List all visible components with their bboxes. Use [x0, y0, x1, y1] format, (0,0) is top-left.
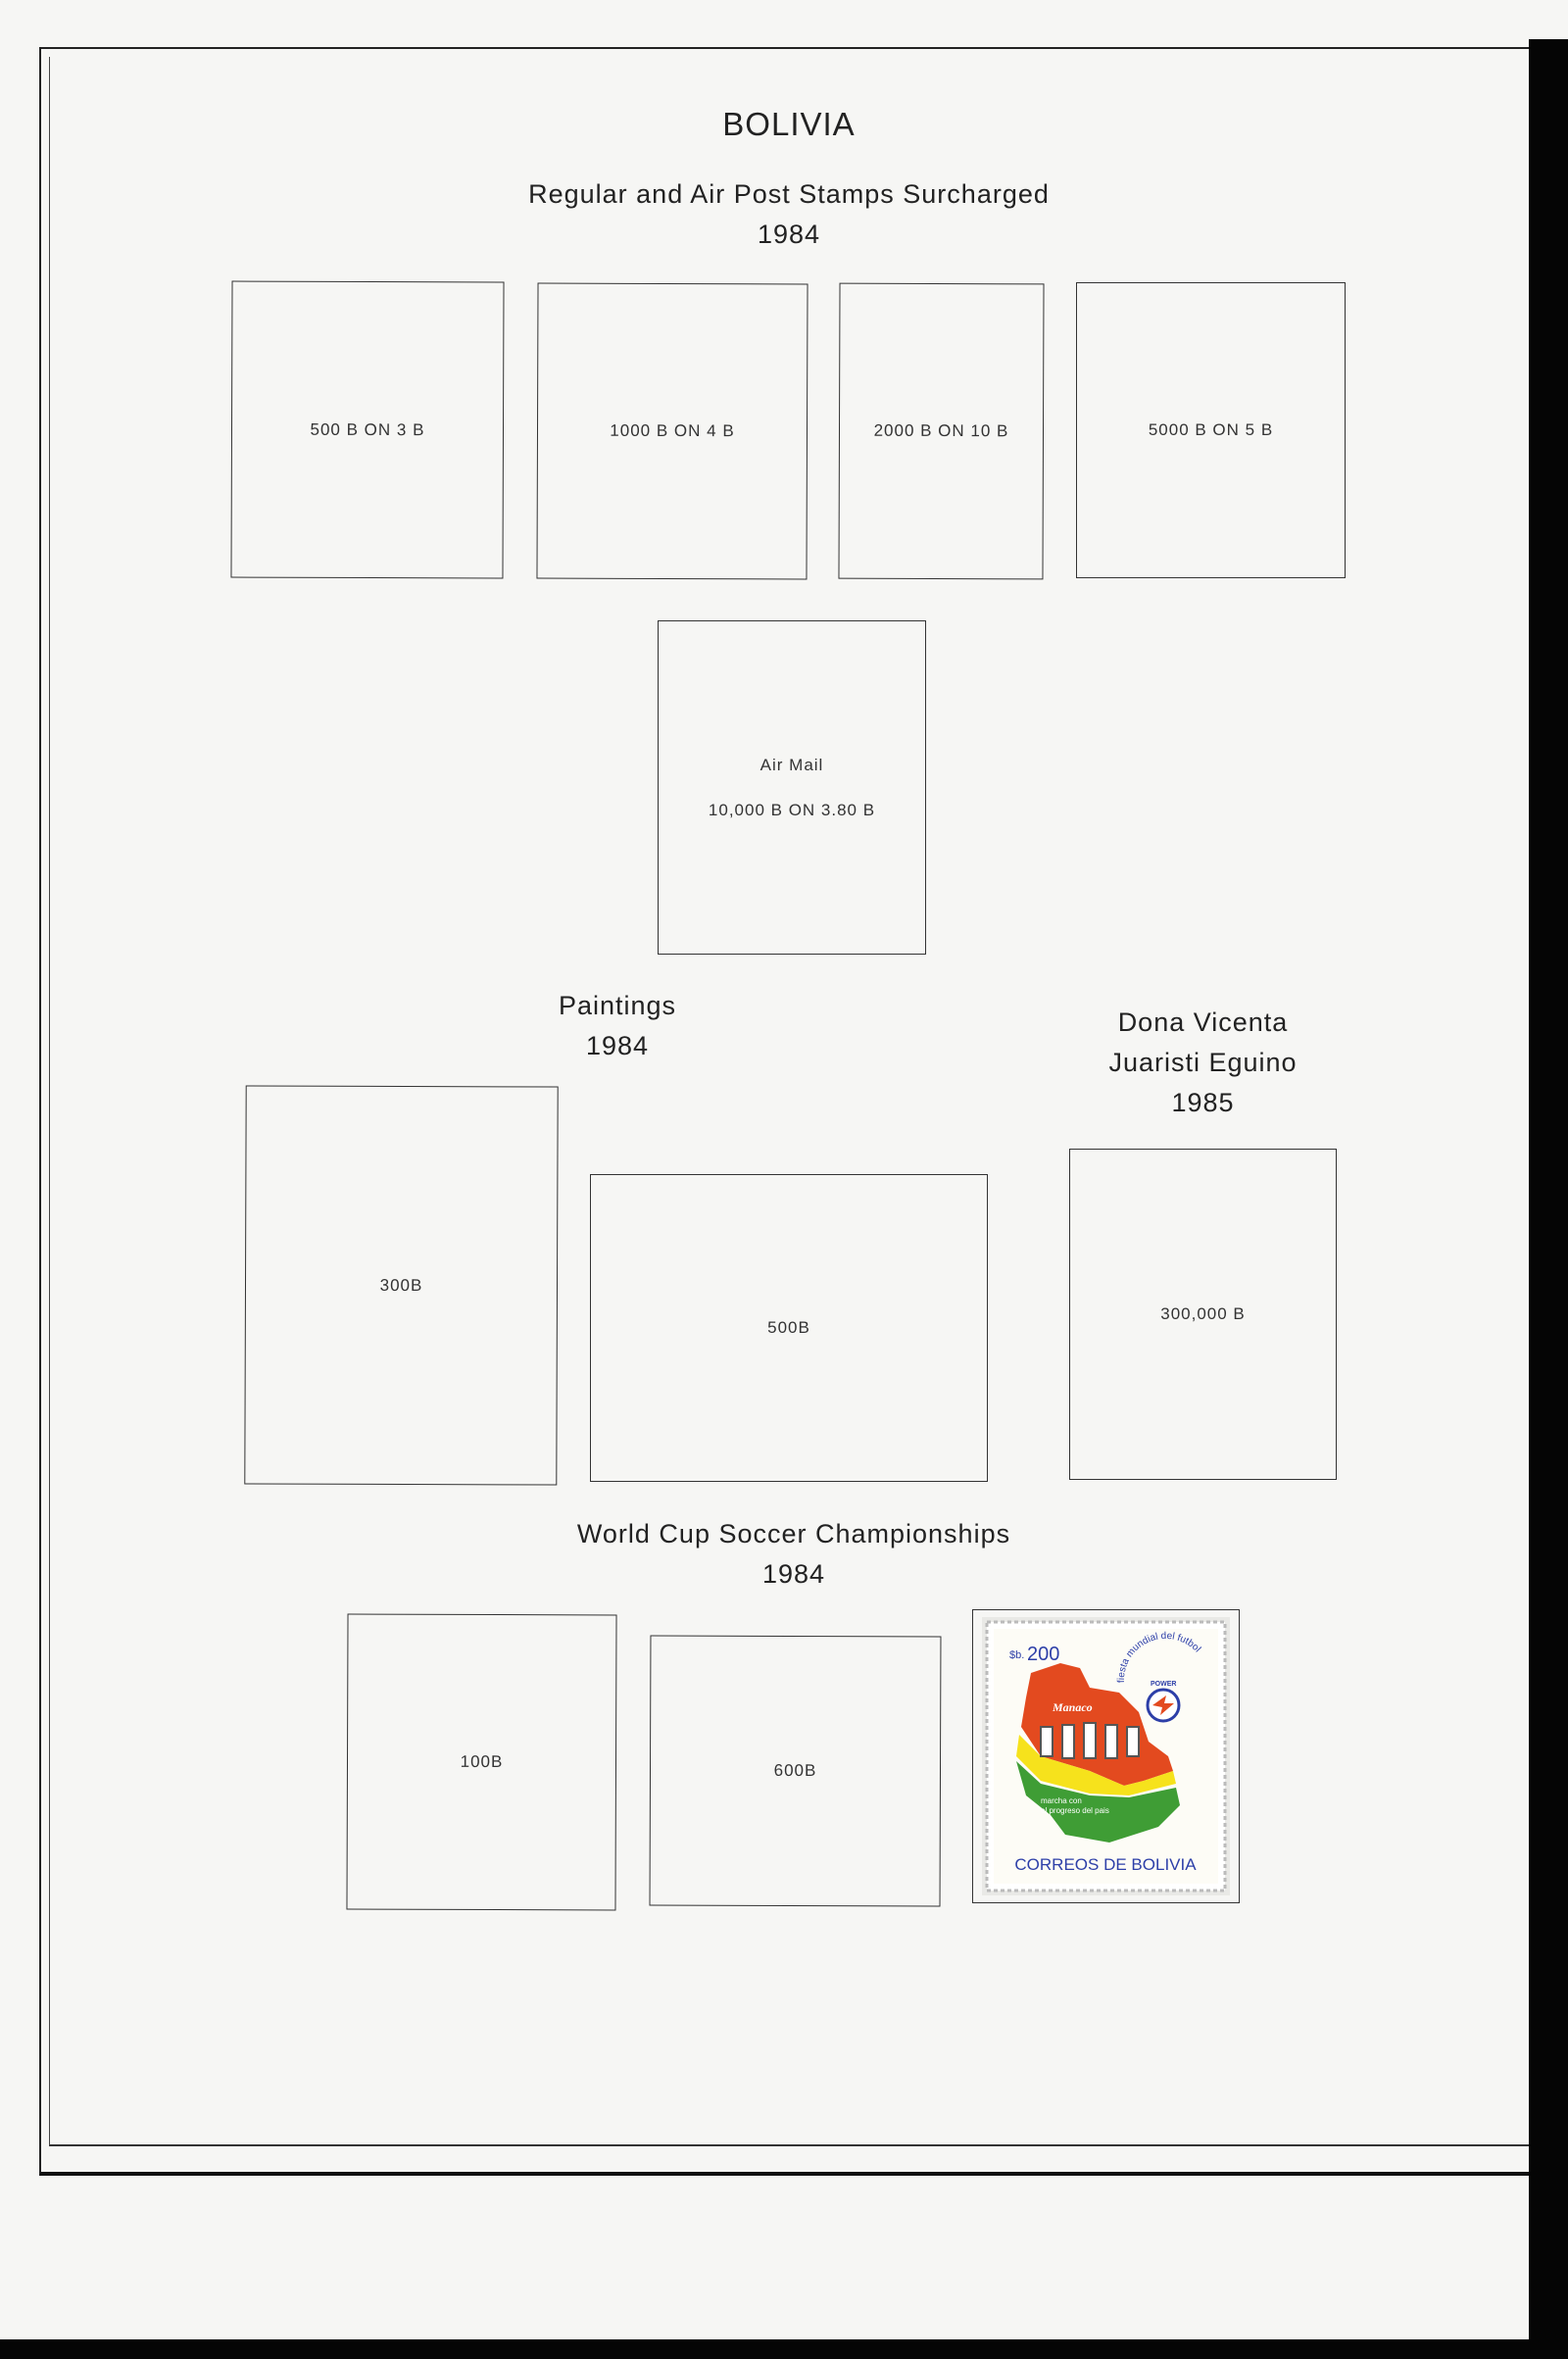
section-year-dona: 1985 — [1171, 1088, 1235, 1117]
section-title-worldcup: World Cup Soccer Championships — [576, 1519, 1011, 1548]
stamp-space-500b: 500 B ON 3 B — [230, 280, 505, 579]
logo-text: POWER — [1151, 1681, 1176, 1688]
map-green-region — [1015, 1760, 1180, 1843]
airmail-label: Air Mail — [760, 755, 824, 774]
mounted-stamp-frame: $b. 200 fiesta mundial del futbol Manaco — [972, 1609, 1240, 1903]
stamp-space-label: 10,000 B ON 3.80 B — [708, 800, 876, 819]
stamp-denomination: 200 — [1027, 1644, 1059, 1665]
stamp-space-airmail: Air Mail 10,000 B ON 3.80 B — [658, 620, 926, 955]
section-title-dona-line1: Dona Vicenta — [1117, 1007, 1289, 1037]
stamp-space-label: 1000 B ON 4 B — [610, 420, 735, 441]
stamp-space-label: 2000 B ON 10 B — [873, 420, 1009, 441]
stamp-space-300b: 300B — [244, 1085, 559, 1486]
stamp-slogan-line2: el progreso del pais — [1041, 1806, 1109, 1815]
stamp-space-600b: 600B — [649, 1635, 942, 1907]
map-yellow-region — [1015, 1734, 1176, 1795]
section-year-paintings: 1984 — [585, 1031, 650, 1060]
page-border-outer — [39, 47, 1568, 2176]
stamp-space-2000b: 2000 B ON 10 B — [838, 282, 1045, 580]
bolivia-200-stamp: $b. 200 fiesta mundial del futbol Manaco — [981, 1616, 1230, 1895]
section-title-surcharged: Regular and Air Post Stamps Surcharged — [528, 179, 1050, 209]
country-title: BOLIVIA — [722, 106, 856, 142]
stamp-slogan-line1: marcha con — [1041, 1796, 1082, 1805]
stamp-space-label: 5000 B ON 5 B — [1148, 420, 1274, 439]
stamp-brand: Manaco — [1052, 1700, 1093, 1714]
stamp-space-label: 300,000 B — [1160, 1304, 1246, 1323]
stamp-space-label: 100B — [460, 1751, 504, 1772]
stamp-space-label: 500 B ON 3 B — [310, 419, 425, 439]
stamp-footer: CORREOS DE BOLIVIA — [1014, 1855, 1197, 1874]
stamp-space-300000b: 300,000 B — [1069, 1149, 1337, 1480]
page-border-inner — [49, 57, 1568, 2146]
section-title-paintings: Paintings — [558, 991, 677, 1020]
stamp-space-5000b: 5000 B ON 5 B — [1076, 282, 1346, 578]
stamp-space-label: 600B — [773, 1760, 817, 1781]
stamp-space-500b-painting: 500B — [590, 1174, 988, 1482]
stamp-space-100b: 100B — [346, 1613, 617, 1911]
section-title-dona-line2: Juaristi Eguino — [1108, 1048, 1298, 1077]
section-year-surcharged: 1984 — [757, 220, 821, 249]
players-illustration — [1039, 1721, 1140, 1759]
stamp-space-label: 500B — [767, 1318, 810, 1337]
stamp-space-label: 300B — [379, 1275, 423, 1295]
stamp-space-1000b: 1000 B ON 4 B — [536, 282, 808, 580]
section-year-worldcup: 1984 — [761, 1559, 826, 1589]
scan-background-bottom — [0, 2339, 1568, 2359]
scan-background-right — [1529, 39, 1568, 2359]
stamp-denomination-prefix: $b. — [1009, 1649, 1024, 1661]
